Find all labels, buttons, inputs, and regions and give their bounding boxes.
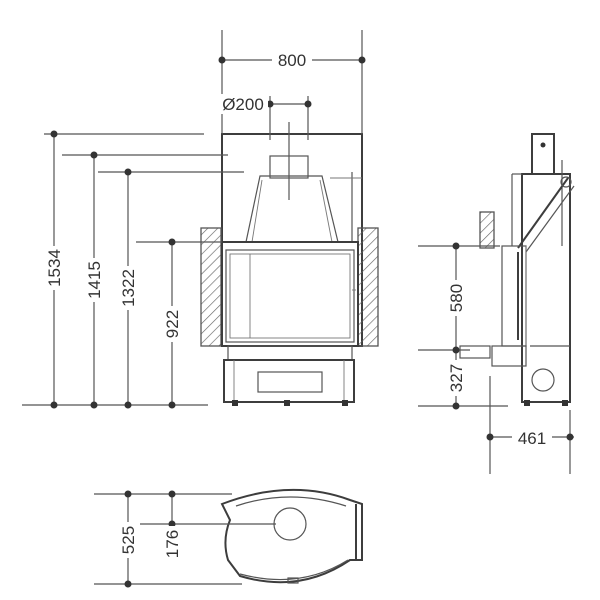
side-view bbox=[459, 133, 575, 406]
dim-flue-diameter: Ø200 bbox=[222, 95, 264, 114]
dim-plan-depth: 525 bbox=[119, 526, 138, 554]
dimension-lines bbox=[22, 30, 574, 588]
dim-height-to-top: 1415 bbox=[85, 261, 104, 299]
dim-base-height: 327 bbox=[447, 364, 466, 392]
dim-height-to-hood: 1322 bbox=[119, 269, 138, 307]
dim-height-to-opening-top: 922 bbox=[163, 310, 182, 338]
dim-depth: 461 bbox=[518, 429, 546, 448]
dim-opening-height: 580 bbox=[447, 284, 466, 312]
plan-view bbox=[220, 489, 363, 584]
front-view bbox=[200, 122, 379, 406]
dim-plan-flue-offset: 176 bbox=[163, 530, 182, 558]
dim-total-height: 1534 bbox=[45, 249, 64, 287]
dim-total-width: 800 bbox=[278, 51, 306, 70]
